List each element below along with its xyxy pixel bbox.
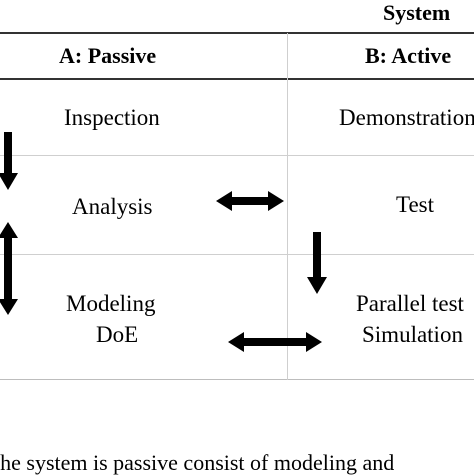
down-arrow-icon: [0, 132, 18, 190]
table-top-rule: [0, 32, 474, 34]
cell-test: Test: [396, 192, 434, 217]
cell-parallel-test: Parallel test: [356, 291, 464, 316]
cell-demonstration: Demonstration: [339, 105, 474, 130]
row-divider: [0, 254, 474, 255]
caption-text: the system is passive consist of modelin…: [0, 450, 395, 475]
cell-simulation: Simulation: [362, 322, 463, 347]
cell-modeling: Modeling: [66, 291, 156, 316]
down-arrow-icon: [307, 232, 327, 294]
column-divider: [287, 33, 288, 380]
cell-analysis: Analysis: [72, 194, 153, 219]
column-header-passive: A: Passive: [59, 43, 157, 68]
double-vertical-arrow-icon: [0, 222, 18, 315]
group-title: System: [383, 0, 451, 25]
double-horizontal-arrow-icon: [216, 191, 284, 211]
double-horizontal-arrow-icon: [228, 332, 322, 352]
cell-doe: DoE: [96, 322, 139, 347]
header-bottom-rule: [0, 78, 474, 80]
table-bottom-rule: [0, 379, 474, 380]
column-header-active: B: Active: [365, 43, 452, 68]
cell-inspection: Inspection: [64, 105, 160, 130]
row-divider: [0, 155, 474, 156]
